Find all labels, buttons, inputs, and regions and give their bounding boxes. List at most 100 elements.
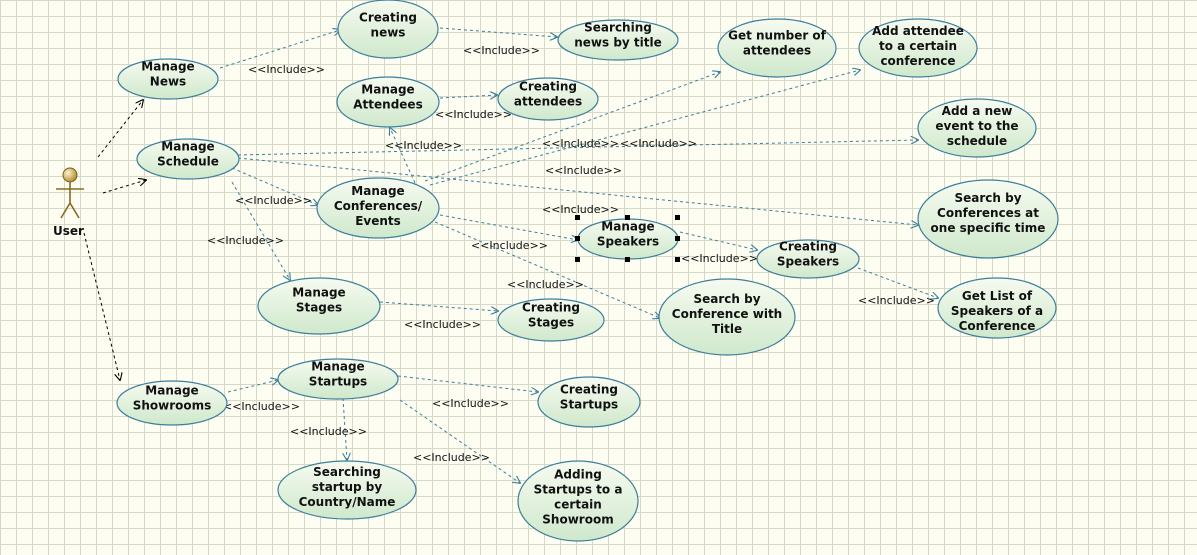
- use-case-ellipse[interactable]: [277, 460, 417, 520]
- use-case-ellipse[interactable]: [658, 278, 796, 356]
- include-label: <<Include>>: [385, 139, 462, 152]
- include-schedule-stages[interactable]: [231, 181, 290, 280]
- use-case-label-line: Title: [712, 322, 742, 336]
- resize-handle[interactable]: [625, 215, 630, 220]
- include-startups-searching[interactable]: [342, 397, 347, 460]
- include-conferences-add-attendee[interactable]: [429, 70, 860, 186]
- include-conferences-attendees[interactable]: [390, 128, 416, 184]
- use-case-label-line: Add a new: [942, 104, 1013, 118]
- resize-handle[interactable]: [575, 257, 580, 262]
- resize-handle[interactable]: [625, 257, 630, 262]
- association-user-manage-news[interactable]: [97, 100, 143, 158]
- selection-handles[interactable]: [575, 215, 680, 262]
- use-case-label-line: Stages: [528, 316, 574, 330]
- use-case-ellipse[interactable]: [917, 98, 1037, 158]
- use-case-label-line: Adding: [554, 468, 602, 482]
- use-case-label-line: schedule: [947, 134, 1007, 148]
- include-label: <<Include>>: [290, 425, 367, 438]
- use-case-label-line: Manage: [351, 184, 404, 198]
- use-case-ellipse[interactable]: [937, 277, 1057, 339]
- use-case-ellipse[interactable]: [336, 76, 440, 128]
- use-case-ellipse[interactable]: [537, 376, 641, 428]
- use-case-label-line: attendees: [514, 95, 582, 109]
- use-case-ellipse[interactable]: [337, 0, 439, 59]
- include-creating-searching-news[interactable]: [439, 27, 557, 37]
- use-case-label-line: Creating: [560, 383, 618, 397]
- include-startups-creating[interactable]: [397, 375, 538, 392]
- include-attendees-creating[interactable]: [439, 95, 497, 98]
- include-schedule-add-event[interactable]: [237, 140, 918, 156]
- association-user-manage-schedule[interactable]: [102, 180, 146, 194]
- resize-handle[interactable]: [575, 215, 580, 220]
- use-case-ellipse[interactable]: [277, 358, 399, 400]
- use-case-label-line: news: [371, 26, 406, 40]
- use-case-ellipse[interactable]: [858, 18, 978, 78]
- use-case-ellipse[interactable]: [316, 177, 440, 239]
- use-case-ellipse[interactable]: [497, 77, 599, 121]
- association-user-manage-showrooms[interactable]: [83, 232, 120, 380]
- include-news-creating[interactable]: [219, 30, 340, 69]
- actor-user[interactable]: User: [53, 167, 84, 238]
- include-label: <<Include>>: [681, 252, 758, 265]
- resize-handle[interactable]: [575, 236, 580, 241]
- use-case-label-line: conference: [880, 54, 955, 68]
- use-case-ellipse[interactable]: [117, 58, 219, 100]
- use-case-ellipse[interactable]: [497, 298, 605, 342]
- include-creating-speakers-list[interactable]: [857, 267, 938, 298]
- resize-handle[interactable]: [675, 257, 680, 262]
- use-case-ellipse[interactable]: [257, 277, 381, 335]
- include-stages-creating[interactable]: [379, 301, 498, 311]
- use-case-label-line: one specific time: [931, 221, 1046, 235]
- use-case-ellipse[interactable]: [717, 18, 837, 78]
- use-case-ellipse[interactable]: [517, 460, 639, 542]
- resize-handle[interactable]: [675, 236, 680, 241]
- include-speakers-creating[interactable]: [679, 231, 757, 250]
- use-case-label-line: Searching: [584, 21, 652, 35]
- actor-head-icon: [62, 167, 78, 183]
- include-conferences-speakers[interactable]: [439, 214, 578, 240]
- include-label: <<Include>>: [404, 318, 481, 331]
- use-case-ellipse[interactable]: [756, 239, 860, 279]
- include-schedule-conferences[interactable]: [231, 167, 318, 205]
- use-case-ellipse[interactable]: [557, 19, 679, 61]
- use-case-ellipse[interactable]: [116, 380, 228, 426]
- use-case-ellipse[interactable]: [917, 179, 1059, 259]
- include-startups-adding[interactable]: [399, 399, 520, 483]
- include-showrooms-startups[interactable]: [227, 380, 278, 393]
- use-case-label-line: Startups: [560, 398, 618, 412]
- use-case-ellipse[interactable]: [136, 138, 240, 180]
- include-label: <<Include>>: [620, 137, 697, 150]
- use-case-label-line: Conference: [959, 319, 1036, 333]
- include-conferences-search-title[interactable]: [434, 221, 660, 318]
- include-conferences-get-number[interactable]: [424, 72, 720, 182]
- resize-handle[interactable]: [675, 215, 680, 220]
